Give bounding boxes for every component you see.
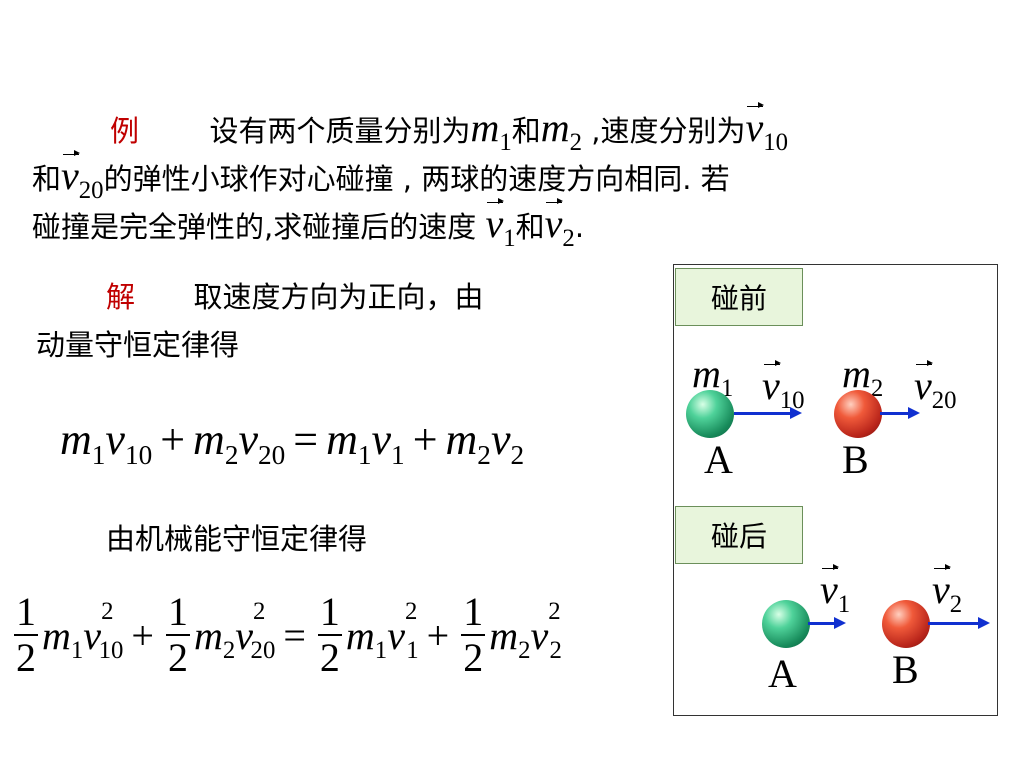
collision-diagram xyxy=(673,264,998,716)
ball-a-label-after: A xyxy=(768,651,797,696)
ball-b-after xyxy=(882,600,930,648)
ball-b-label-after: B xyxy=(892,647,919,692)
label-m2: m2 xyxy=(842,351,884,402)
before-collision-label: 碰前 xyxy=(675,268,803,326)
velocity-v20: v20 xyxy=(61,150,104,204)
ball-a-label-before: A xyxy=(704,437,733,482)
velocity-v1: v1 xyxy=(485,198,516,252)
problem-text-3: 碰撞是完全弹性的,求碰撞后的速度 xyxy=(32,210,477,244)
velocity-arrow-v1 xyxy=(808,617,846,629)
problem-line-3: 碰撞是完全弹性的,求碰撞后的速度 v1和v2. xyxy=(32,198,585,252)
ball-b-before xyxy=(834,390,882,438)
velocity-arrow-v10 xyxy=(734,407,802,419)
velocity-arrow-v2 xyxy=(928,617,990,629)
solution-line-1: 解 取速度方向为正向，由 xyxy=(106,274,483,316)
example-label: 例 xyxy=(110,114,140,148)
solution-line-2: 动量守恒定律得 xyxy=(36,322,239,364)
energy-text: 由机械能守恒定律得 xyxy=(106,522,368,556)
ball-b-label-before: B xyxy=(842,437,869,482)
problem-line-2: 和v20的弹性小球作对心碰撞 , 两球的速度方向相同. 若 xyxy=(32,150,730,204)
momentum-equation: m1v10+m2v20=m1v1+m2v2 xyxy=(60,415,525,470)
solution-text-2: 动量守恒定律得 xyxy=(36,328,240,362)
label-v2: v2 xyxy=(932,564,963,618)
velocity-v10: v10 xyxy=(745,102,789,156)
ball-a-after xyxy=(762,600,810,648)
after-collision-label: 碰后 xyxy=(675,506,803,564)
problem-line-1: 例 设有两个质量分别为m1和m2 ,速度分别为v10 xyxy=(110,102,789,156)
solution-label: 解 xyxy=(106,280,136,314)
mass-m2: m2 xyxy=(540,105,583,156)
label-v10: v10 xyxy=(762,360,805,414)
mass-m1: m1 xyxy=(470,105,512,156)
ball-a-before xyxy=(686,390,734,438)
label-v1: v1 xyxy=(820,564,851,618)
problem-text-2: 的弹性小球作对心碰撞 , 两球的速度方向相同. 若 xyxy=(103,162,730,196)
label-v20: v20 xyxy=(914,360,957,414)
solution-text-1: 取速度方向为正向，由 xyxy=(193,280,484,314)
velocity-arrow-v20 xyxy=(880,407,920,419)
velocity-v2: v2 xyxy=(544,198,575,252)
energy-intro: 由机械能守恒定律得 xyxy=(106,516,367,558)
problem-text-1: 设有两个质量分别为 xyxy=(209,114,471,148)
